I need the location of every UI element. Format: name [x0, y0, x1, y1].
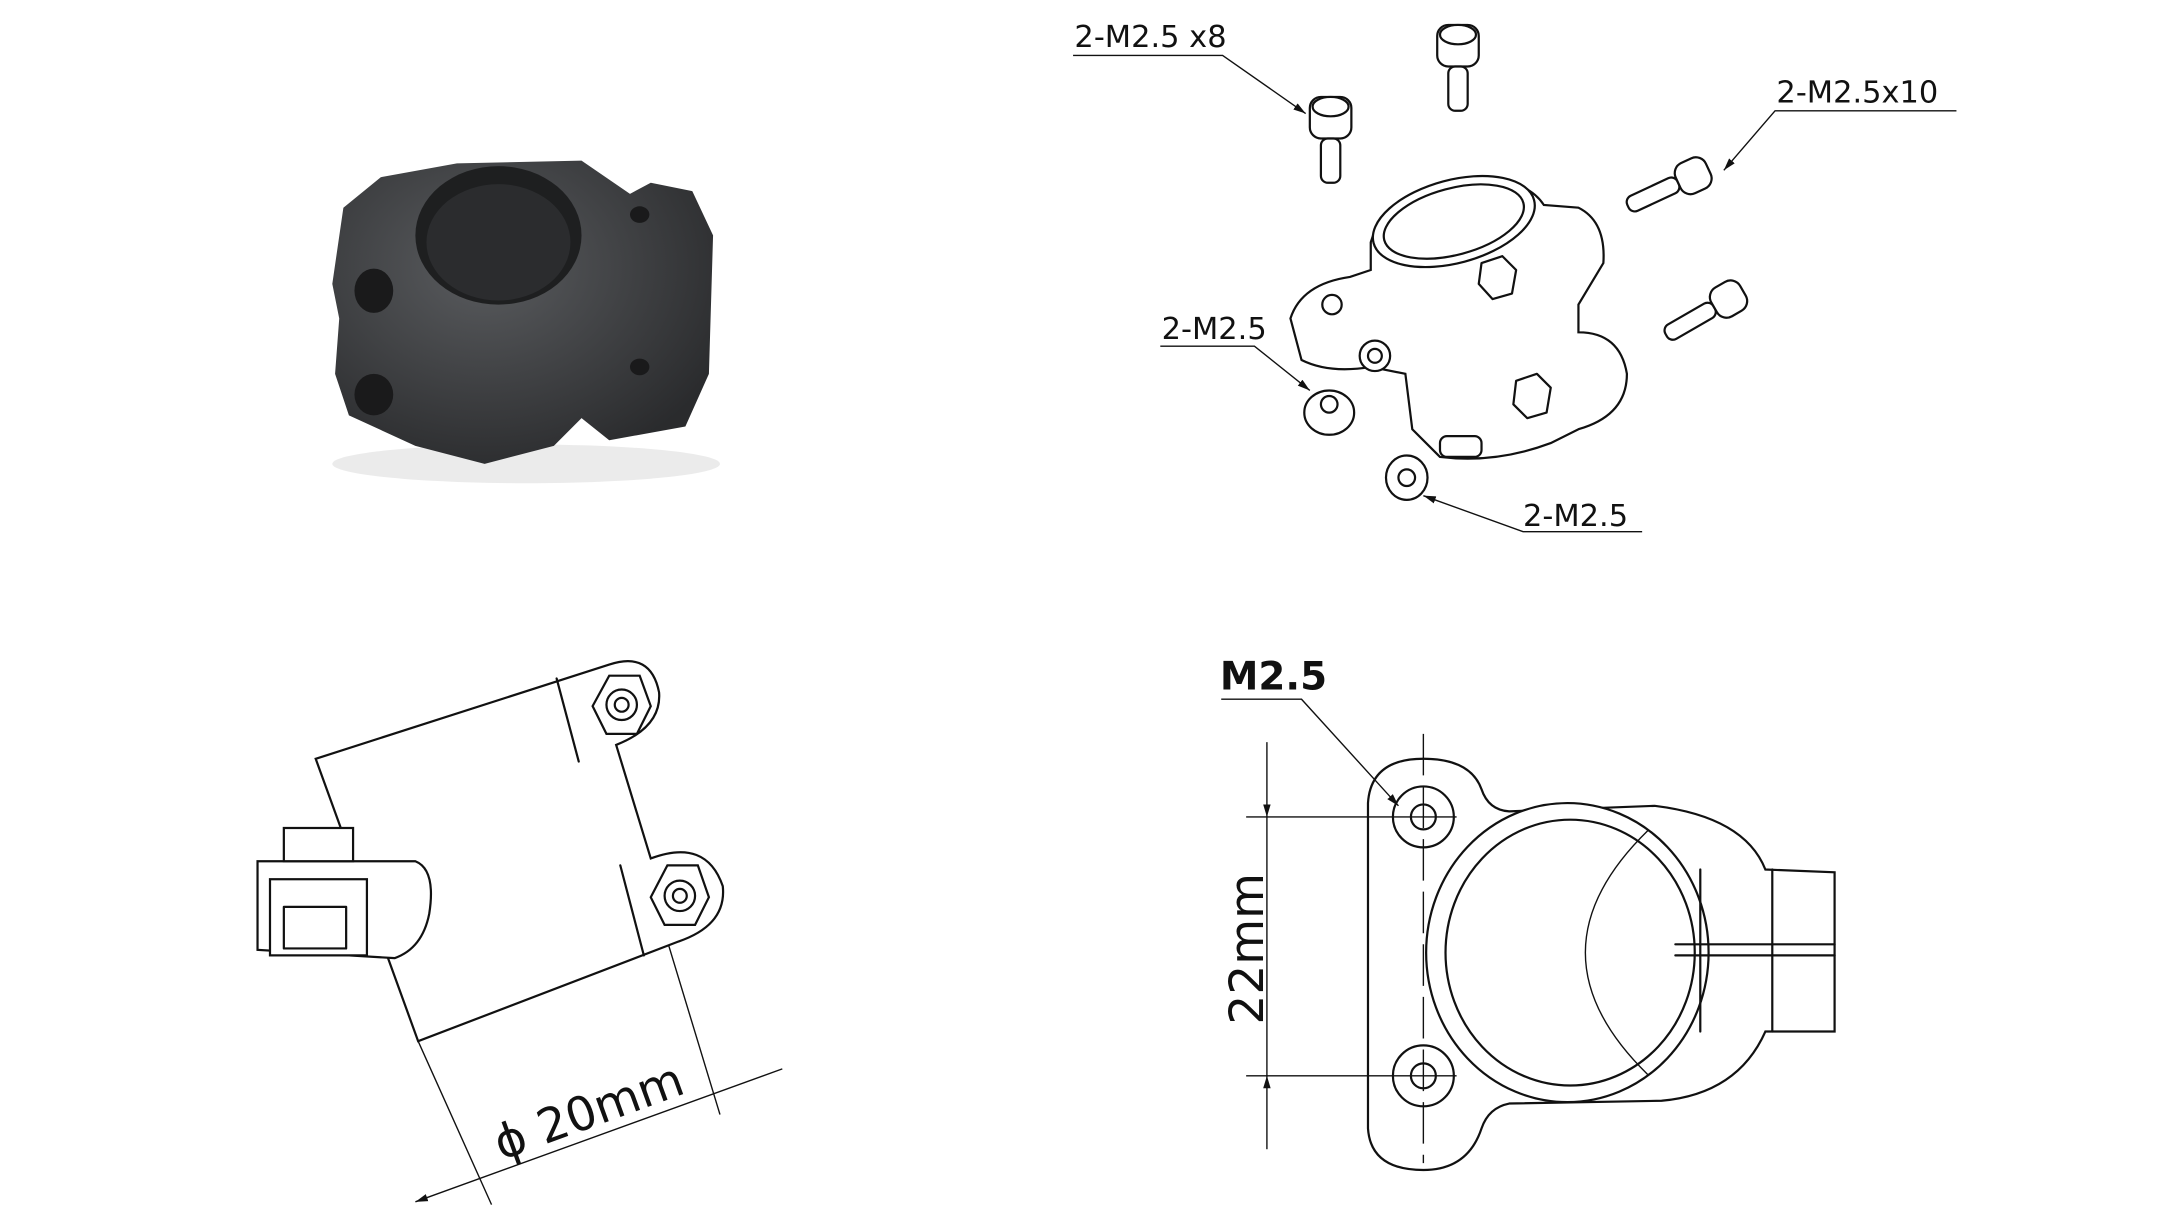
label-bottom-nuts: 2-M2.5 — [1523, 499, 1628, 534]
nut-bottom — [1384, 454, 1429, 501]
nut-left — [1303, 389, 1356, 436]
spacing-label: 22mm — [1220, 873, 1275, 1025]
hole-label: M2.5 — [1220, 655, 1327, 700]
screw-top-left — [1308, 95, 1353, 184]
product-photo — [332, 160, 720, 484]
nut-lower — [649, 864, 711, 927]
label-side-screws: 2-M2.5x10 — [1776, 75, 1938, 110]
label-left-nuts: 2-M2.5 — [1162, 312, 1267, 347]
exploded-view: 2-M2.5 x8 2-M2.5x10 2-M2.5 2-M2.5 — [1073, 20, 1957, 534]
svg-text:ϕ 20mm: ϕ 20mm — [487, 1052, 691, 1171]
clamp-body — [1289, 174, 1629, 460]
front-view: 22mm M2.5 — [1220, 655, 1836, 1172]
diameter-label: 20mm — [530, 1052, 691, 1156]
label-top-screws: 2-M2.5 x8 — [1074, 20, 1226, 55]
top-view: ϕ 20mm — [256, 660, 783, 1205]
screw-top-center — [1436, 23, 1480, 112]
screw-side-lower — [1663, 279, 1749, 341]
nut-upper — [591, 674, 652, 735]
screw-side-upper — [1625, 156, 1713, 213]
diameter-symbol: ϕ — [487, 1109, 535, 1171]
